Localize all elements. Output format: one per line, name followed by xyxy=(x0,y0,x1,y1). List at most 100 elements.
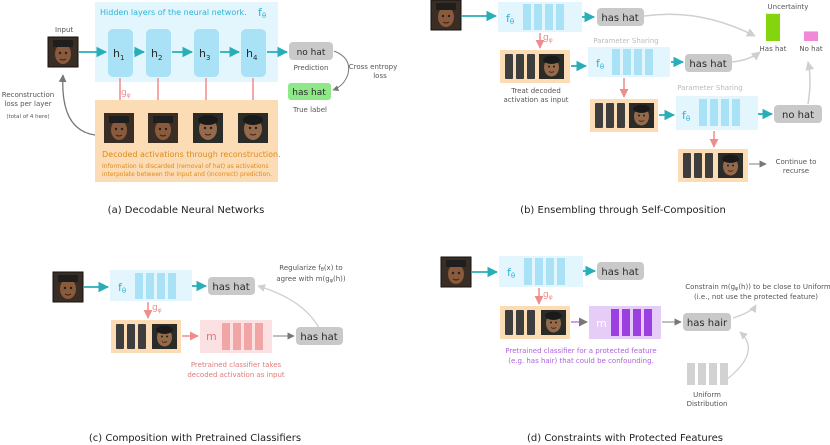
panel-d: fθ has hat gφ m has hair xyxy=(440,256,830,444)
cross-entropy-line-1: Cross entropy xyxy=(349,63,398,71)
panel-b: fθ has hat gφ Treat decoded activation a… xyxy=(430,0,823,216)
layer-h3: h3 xyxy=(194,29,219,77)
output-box-1 xyxy=(597,8,644,26)
decoded-image-3 xyxy=(193,113,223,143)
reconstruction-note: (total of 4 here) xyxy=(6,114,49,120)
svg-text:h3: h3 xyxy=(199,47,210,62)
decoded-stack-1 xyxy=(500,50,570,83)
decoded-title: Decoded activations through reconstructi… xyxy=(102,150,281,159)
decoded-stack xyxy=(500,306,570,339)
true-label-caption: True label xyxy=(292,106,327,114)
pretrained-line-2: decoded activation as input xyxy=(187,371,285,379)
svg-text:h1: h1 xyxy=(113,47,124,62)
input-image xyxy=(431,0,461,30)
decoded-image-1 xyxy=(104,113,134,143)
output-value-2: has hair xyxy=(687,318,728,329)
g-phi-label: gφ xyxy=(543,290,553,301)
constrain-line-1: Constrain m(gφ(h)) to be close to Unifor… xyxy=(685,283,830,292)
svg-text:fθ: fθ xyxy=(507,266,515,280)
input-image xyxy=(53,272,83,302)
decoded-stack xyxy=(111,320,181,353)
continue-line-2: recurse xyxy=(783,167,809,175)
cross-entropy-line-2: loss xyxy=(373,72,387,80)
pretrained-classifier: m xyxy=(200,320,272,353)
svg-text:fθ: fθ xyxy=(506,12,514,26)
layer-h4: h4 xyxy=(241,29,266,77)
uniform-distribution xyxy=(687,363,728,385)
hidden-layers-title: Hidden layers of the neural network. xyxy=(100,8,247,17)
network-stack: fθ xyxy=(110,270,192,301)
caption-c: (c) Composition with Pretrained Classifi… xyxy=(89,433,301,444)
regularize-line-1: Regularize fθ(x) to xyxy=(279,264,342,273)
output-box-2 xyxy=(685,54,732,72)
input-frame xyxy=(47,36,79,68)
svg-text:h2: h2 xyxy=(151,47,162,62)
svg-text:fθ: fθ xyxy=(118,281,126,295)
input-image xyxy=(441,257,471,287)
g-phi-label: gφ xyxy=(152,303,162,314)
svg-text:fθ: fθ xyxy=(596,57,604,71)
decoded-image-4 xyxy=(238,113,268,143)
output-value-2: has hat xyxy=(689,59,726,70)
output-value-2: has hat xyxy=(300,332,337,343)
panel-c: fθ has hat Regularize fθ(x) to agree wit… xyxy=(52,264,346,444)
output-box-2 xyxy=(296,327,343,345)
layer-h2: h2 xyxy=(146,29,171,77)
svg-text:m: m xyxy=(206,330,217,343)
uniform-line-1: Uniform xyxy=(693,391,721,399)
layer-h1: h1 xyxy=(108,29,133,77)
output-value-1: has hat xyxy=(601,267,638,278)
regularize-line-2: agree with m(gφ(h)) xyxy=(276,275,346,284)
prediction-box xyxy=(289,42,333,60)
has-hat-bar xyxy=(766,13,780,42)
param-sharing-2: Parameter Sharing xyxy=(677,84,743,92)
prediction-label: Prediction xyxy=(294,64,329,72)
output-box-1 xyxy=(597,262,644,280)
network-stack: fθ xyxy=(499,256,583,287)
output-box-1 xyxy=(208,277,255,295)
treat-decoded-line-2: activation as input xyxy=(503,96,568,104)
g-phi-label: gφ xyxy=(543,33,553,44)
uncertainty-title: Uncertainty xyxy=(768,3,809,11)
network-stack-3: fθ xyxy=(676,96,758,130)
output-box-2 xyxy=(683,313,731,331)
decoded-note-2: interpolate between the input and (incor… xyxy=(102,171,272,178)
param-sharing-1: Parameter Sharing xyxy=(593,37,659,45)
output-box-3 xyxy=(774,105,822,123)
decoded-note-1: Information is discarded (removal of hat… xyxy=(102,163,269,170)
output-value-1: has hat xyxy=(601,13,638,24)
output-value-1: has hat xyxy=(212,282,249,293)
decoded-stack-2 xyxy=(590,99,658,132)
constrain-line-2: (i.e., not use the protected feature) xyxy=(694,293,818,301)
decoded-stack-3 xyxy=(678,149,748,182)
continue-line-1: Continue to xyxy=(776,158,817,166)
network-stack-1: fθ xyxy=(498,2,582,32)
svg-text:h4: h4 xyxy=(246,47,258,62)
panel-a: Hidden layers of the neural network. fθ … xyxy=(2,2,397,216)
input-label: Input xyxy=(55,26,73,34)
has-hat-bar-label: Has hat xyxy=(760,45,787,53)
reconstruction-line-2: loss per layer xyxy=(4,100,51,108)
treat-decoded-line-1: Treat decoded xyxy=(510,87,561,95)
f-theta-label: fθ xyxy=(258,6,266,20)
true-label-value: has hat xyxy=(292,88,326,98)
no-hat-bar xyxy=(804,31,818,41)
reconstruction-line-1: Reconstruction xyxy=(2,91,54,99)
caption-d: (d) Constraints with Protected Features xyxy=(527,433,723,444)
decoded-image-2 xyxy=(148,113,178,143)
protected-line-1: Pretrained classifier for a protected fe… xyxy=(505,347,656,355)
svg-text:fθ: fθ xyxy=(682,109,690,123)
input-image xyxy=(48,37,78,67)
pretrained-line-1: Pretrained classifier takes xyxy=(191,361,282,369)
svg-text:m: m xyxy=(596,317,607,330)
network-stack-2: fθ xyxy=(588,47,670,77)
uniform-line-2: Distribution xyxy=(687,400,728,408)
no-hat-bar-label: No hat xyxy=(799,45,822,53)
true-label-box xyxy=(288,83,331,100)
output-value-3: no hat xyxy=(782,110,814,121)
protected-classifier: m xyxy=(589,306,661,339)
caption-a: (a) Decodable Neural Networks xyxy=(108,205,265,216)
caption-b: (b) Ensembling through Self-Composition xyxy=(520,205,726,216)
protected-line-2: (e.g. has hair) that could be confoundin… xyxy=(508,357,654,365)
